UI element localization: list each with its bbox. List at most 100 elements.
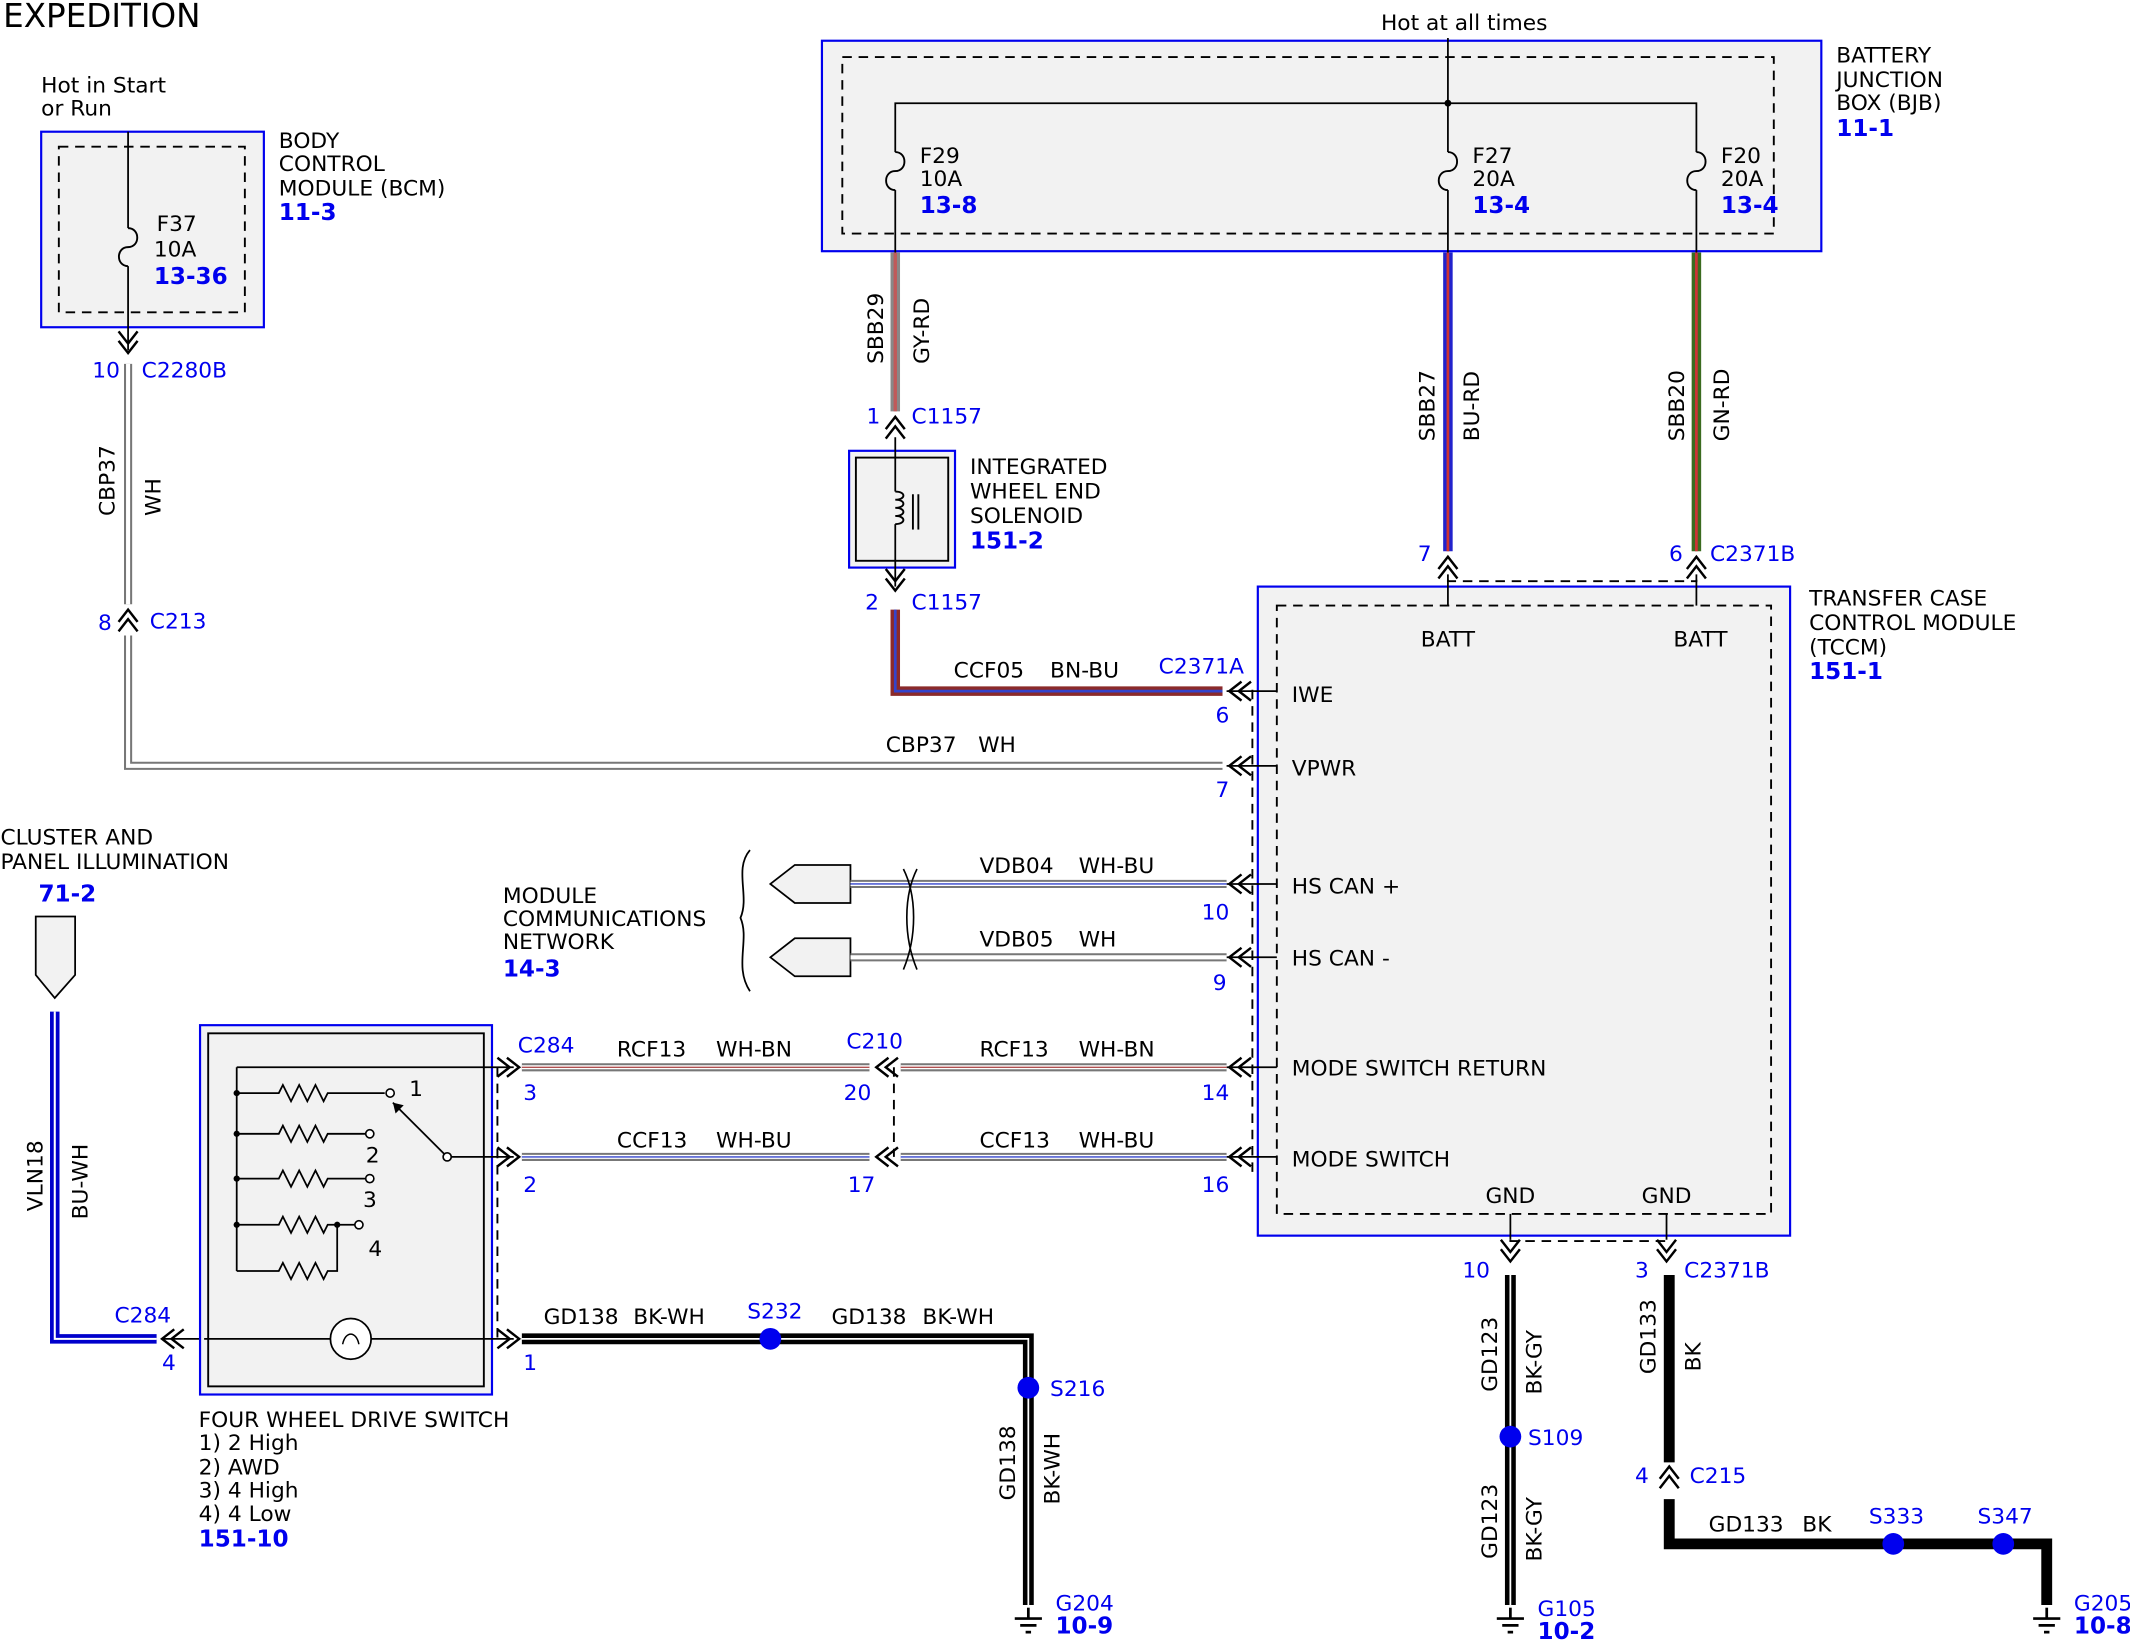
g105-name: G105 xyxy=(1538,1597,1596,1622)
solenoid-label-2: WHEEL END xyxy=(970,479,1101,504)
bcm-fuse-rating: 10A xyxy=(154,238,197,263)
c284-pin-2: 2 xyxy=(523,1173,537,1198)
connector-c2371b-gnd-dashed xyxy=(1509,1239,1668,1243)
cluster-ref: 71-2 xyxy=(38,882,96,908)
ground-icon xyxy=(1013,1606,1044,1634)
c1157-1-pin: 1 xyxy=(867,405,881,430)
pin-gnd-2: GND xyxy=(1642,1184,1692,1209)
g105-ref: 10-2 xyxy=(1538,1619,1596,1643)
vdb05-color: WH xyxy=(1079,927,1117,952)
connector-arrow-icon xyxy=(117,608,139,633)
f20-ref: 13-4 xyxy=(1721,193,1779,219)
connector-arrow-icon xyxy=(884,415,906,440)
network-label-3: NETWORK xyxy=(503,930,615,955)
vdb04-circuit: VDB04 xyxy=(979,854,1053,879)
splice-s333-label: S333 xyxy=(1869,1505,1924,1530)
gd133-v-circuit: GD133 xyxy=(1637,1299,1662,1374)
c284-left-name: C284 xyxy=(115,1304,172,1329)
battery-junction-box: F29 10A 13-8 F27 20A 13-4 F20 20A 13-4 B… xyxy=(820,38,1943,253)
c284-right-name: C284 xyxy=(518,1033,575,1058)
splice-s347-label: S347 xyxy=(1977,1505,2032,1530)
c2371b-gnd-name: C2371B xyxy=(1684,1259,1769,1284)
gd133-h-circuit: GD133 xyxy=(1709,1513,1784,1538)
wire-sbb27: SBB27 BU-RD xyxy=(1415,252,1485,580)
tccm-pin-7: 7 xyxy=(1215,778,1229,803)
splice-s216 xyxy=(1017,1376,1040,1399)
bcm-box xyxy=(40,130,265,329)
f20-rating: 20A xyxy=(1721,167,1764,192)
f29-ref: 13-8 xyxy=(920,193,978,219)
sbb29-circuit: SBB29 xyxy=(864,293,889,364)
wire-rcf13: RCF13 WH-BN RCF13 WH-BN xyxy=(521,1037,1227,1072)
switch-contact-icon xyxy=(364,1173,375,1184)
sbb29-color: GY-RD xyxy=(910,298,935,364)
c1157-2-pin: 2 xyxy=(865,591,879,616)
gd123-a-circuit: GD123 xyxy=(1478,1317,1503,1392)
c213-name: C213 xyxy=(150,610,207,635)
splice-s109-label: S109 xyxy=(1528,1426,1583,1451)
four-wheel-drive-switch: 1 2 3 4 FOUR WHEEL DRIVE SWITCH 1) 2 Hig… xyxy=(199,1024,514,1553)
splice-s109 xyxy=(1499,1425,1522,1448)
c284-pin-3: 3 xyxy=(523,1081,537,1106)
cbp37-h-circuit: CBP37 xyxy=(886,733,957,758)
bjb-label-3: BOX (BJB) xyxy=(1836,91,1941,116)
ground-icon xyxy=(1495,1606,1526,1634)
f27-ref: 13-4 xyxy=(1472,193,1530,219)
cluster-label-1: CLUSTER AND xyxy=(0,826,153,851)
connector-arrow-icon xyxy=(1658,1465,1680,1490)
switch-pos-4: 4 xyxy=(368,1237,382,1262)
switch-pos-3: 3 xyxy=(363,1188,377,1213)
pin-vpwr: VPWR xyxy=(1292,756,1357,781)
bcm-label-2: CONTROL xyxy=(279,152,385,177)
ground-icon xyxy=(2031,1606,2062,1634)
gd138-v-color: BK-WH xyxy=(1041,1433,1066,1505)
c2371b-gnd-pin-10: 10 xyxy=(1462,1259,1490,1284)
bjb-box xyxy=(820,39,1823,253)
switch-position-4: 4) 4 Low xyxy=(199,1502,292,1527)
network-label-1: MODULE xyxy=(503,884,597,909)
bcm-label-3: MODULE (BCM) xyxy=(279,177,446,202)
rcf13-a-circuit: RCF13 xyxy=(617,1037,686,1062)
sbb20-color: GN-RD xyxy=(1710,369,1735,442)
solenoid-label-1: INTEGRATED xyxy=(970,455,1108,480)
switch-ref: 151-10 xyxy=(199,1527,289,1553)
cluster-label-2: PANEL ILLUMINATION xyxy=(0,850,229,875)
network-ref: 14-3 xyxy=(503,956,561,982)
rcf13-b-color: WH-BN xyxy=(1079,1037,1155,1062)
connector-arrow-icon xyxy=(1655,1238,1678,1263)
pin-iwe: IWE xyxy=(1292,683,1334,708)
ccf05-color: BN-BU xyxy=(1050,659,1119,684)
f29-name: F29 xyxy=(920,144,960,169)
page-title: EXPEDITION xyxy=(3,0,200,35)
connector-arrow-icon xyxy=(1499,1238,1522,1263)
c215-name: C215 xyxy=(1690,1464,1747,1489)
switch-label: FOUR WHEEL DRIVE SWITCH xyxy=(199,1408,510,1433)
bcm-ref: 11-3 xyxy=(279,200,337,226)
tccm-pin-6: 6 xyxy=(1215,703,1229,728)
wire-gd133: GD133 BK GD133 BK xyxy=(1637,1275,2053,1605)
splice-s216-label: S216 xyxy=(1050,1377,1105,1402)
ccf13-b-color: WH-BU xyxy=(1079,1128,1155,1153)
gd138-a-color: BK-WH xyxy=(633,1305,705,1330)
pin-hs-can-plus: HS CAN + xyxy=(1292,874,1400,899)
bcm-power-note-2: or Run xyxy=(41,96,112,121)
c213-pin: 8 xyxy=(98,611,112,636)
c284-left-pin: 4 xyxy=(162,1351,176,1376)
switch-position-3: 3) 4 High xyxy=(199,1479,299,1504)
brace-icon xyxy=(739,849,751,992)
gd133-v-color: BK xyxy=(1681,1342,1706,1372)
pin-batt-1: BATT xyxy=(1421,627,1476,652)
tccm-pin-9: 9 xyxy=(1213,971,1227,996)
switch-blade-icon xyxy=(392,1101,448,1158)
tccm-pin-14: 14 xyxy=(1202,1081,1230,1106)
c210-name: C210 xyxy=(846,1029,903,1054)
gd138-b-color: BK-WH xyxy=(922,1305,994,1330)
ccf13-a-color: WH-BU xyxy=(716,1128,792,1153)
switch-pos-1: 1 xyxy=(409,1077,423,1102)
tccm-label-3: (TCCM) xyxy=(1809,635,1887,660)
cbp37-h-color: WH xyxy=(978,733,1016,758)
wire-ccf05: CCF05 BN-BU xyxy=(890,609,1223,696)
network-connector-icon xyxy=(768,864,852,904)
tccm-box xyxy=(1256,585,1792,1237)
